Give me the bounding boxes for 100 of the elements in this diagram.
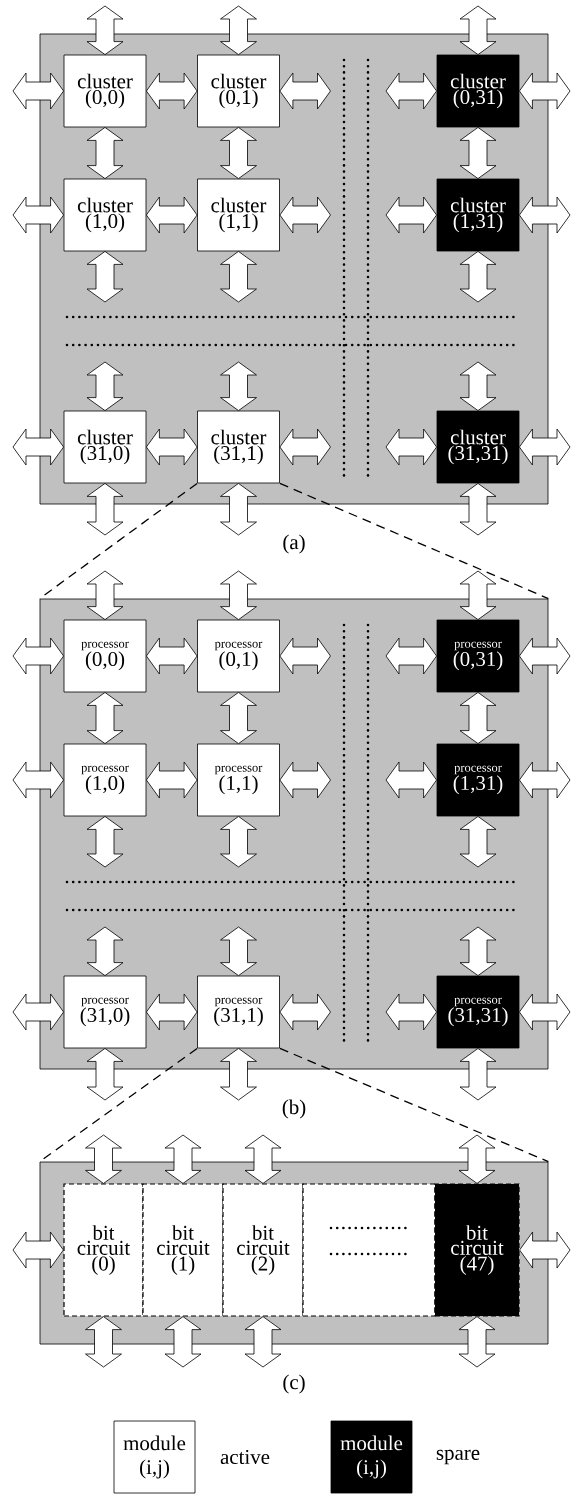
double-arrow bbox=[519, 1231, 571, 1269]
module-box: cluster (0,0) bbox=[63, 54, 147, 128]
bit-circuit-box: bit circuit (0) bbox=[63, 1183, 144, 1317]
panel-caption: (a) bbox=[283, 534, 305, 554]
legend-label: active bbox=[220, 1450, 270, 1465]
double-arrow bbox=[12, 1231, 64, 1269]
double-arrow bbox=[385, 993, 437, 1031]
double-arrow bbox=[86, 127, 124, 179]
swatch-label: module (i,j) bbox=[340, 1435, 403, 1479]
module-box: cluster (31,31) bbox=[436, 410, 520, 484]
double-arrow bbox=[385, 428, 437, 466]
panel-caption: (b) bbox=[282, 1099, 306, 1119]
double-arrow bbox=[220, 570, 257, 620]
double-arrow bbox=[85, 1316, 122, 1368]
double-arrow bbox=[279, 637, 331, 675]
double-arrow bbox=[279, 428, 331, 466]
legend-label: spare bbox=[436, 1449, 480, 1465]
double-arrow bbox=[146, 428, 198, 466]
double-arrow bbox=[458, 1134, 496, 1184]
double-arrow bbox=[519, 993, 571, 1031]
double-arrow bbox=[385, 72, 437, 110]
double-arrow bbox=[220, 361, 257, 411]
double-arrow bbox=[86, 361, 124, 411]
double-arrow bbox=[385, 761, 437, 799]
double-arrow bbox=[385, 637, 437, 675]
double-arrow bbox=[459, 251, 497, 303]
double-arrow bbox=[244, 1316, 282, 1368]
double-arrow bbox=[146, 72, 198, 110]
module-box: cluster (0,1) bbox=[197, 54, 280, 128]
double-arrow bbox=[86, 926, 124, 976]
module-box: cluster (31,0) bbox=[63, 410, 147, 484]
module-box: processor (1,31) bbox=[436, 743, 520, 817]
double-arrow bbox=[86, 251, 124, 303]
double-arrow bbox=[220, 692, 257, 744]
double-arrow bbox=[146, 196, 198, 234]
double-arrow bbox=[519, 428, 571, 466]
module-box: processor (1,0) bbox=[63, 743, 147, 817]
double-arrow bbox=[146, 761, 198, 799]
double-arrow bbox=[220, 816, 257, 868]
double-arrow bbox=[146, 637, 198, 675]
double-arrow bbox=[459, 692, 497, 744]
double-arrow bbox=[279, 72, 331, 110]
module-box: cluster (1,31) bbox=[436, 178, 520, 252]
bit-circuit-box: bit circuit (1) bbox=[142, 1183, 224, 1317]
double-arrow bbox=[279, 993, 331, 1031]
module-box: processor (0,31) bbox=[436, 619, 520, 693]
double-arrow bbox=[220, 127, 257, 179]
bit-circuit-box: bit circuit (2) bbox=[222, 1183, 304, 1317]
double-arrow bbox=[220, 926, 257, 976]
double-arrow bbox=[279, 196, 331, 234]
double-arrow bbox=[220, 251, 257, 303]
zoom-line bbox=[279, 1047, 550, 1163]
double-arrow bbox=[244, 1134, 282, 1184]
double-arrow bbox=[459, 361, 497, 411]
double-arrow bbox=[164, 1316, 202, 1368]
module-box: processor (0,0) bbox=[63, 619, 147, 693]
double-arrow bbox=[86, 5, 124, 55]
bit-circuit-box: bit circuit (47) bbox=[434, 1183, 520, 1317]
double-arrow bbox=[85, 1134, 122, 1184]
module-box: cluster (0,31) bbox=[436, 54, 520, 128]
module-box: processor (31,0) bbox=[63, 975, 147, 1049]
module-box: cluster (1,1) bbox=[197, 178, 280, 252]
double-arrow bbox=[459, 5, 497, 55]
module-box: processor (31,31) bbox=[436, 975, 520, 1049]
double-arrow bbox=[459, 483, 497, 536]
module-box: cluster (31,1) bbox=[197, 410, 280, 484]
module-box: processor (1,1) bbox=[197, 743, 280, 817]
double-arrow bbox=[220, 5, 257, 55]
double-arrow bbox=[12, 637, 64, 675]
double-arrow bbox=[459, 570, 497, 620]
double-arrow bbox=[459, 127, 497, 179]
double-arrow bbox=[459, 816, 497, 868]
double-arrow bbox=[519, 196, 571, 234]
module-box: processor (0,1) bbox=[197, 619, 280, 693]
double-arrow bbox=[459, 1048, 497, 1101]
double-arrow bbox=[12, 761, 64, 799]
double-arrow bbox=[385, 196, 437, 234]
double-arrow bbox=[146, 993, 198, 1031]
ellipsis-box bbox=[302, 1183, 436, 1317]
double-arrow bbox=[86, 483, 124, 536]
double-arrow bbox=[12, 428, 64, 466]
double-arrow bbox=[220, 483, 257, 536]
module-box: processor (31,1) bbox=[197, 975, 280, 1049]
double-arrow bbox=[279, 761, 331, 799]
double-arrow bbox=[458, 1316, 496, 1368]
module-box: cluster (1,0) bbox=[63, 178, 147, 252]
double-arrow bbox=[459, 926, 497, 976]
double-arrow bbox=[519, 761, 571, 799]
panel-caption: (c) bbox=[283, 1374, 305, 1394]
double-arrow bbox=[12, 72, 64, 110]
double-arrow bbox=[86, 692, 124, 744]
double-arrow bbox=[86, 570, 124, 620]
double-arrow bbox=[164, 1134, 202, 1184]
double-arrow bbox=[519, 72, 571, 110]
zoom-line bbox=[279, 482, 550, 600]
double-arrow bbox=[86, 1048, 124, 1101]
double-arrow bbox=[86, 816, 124, 868]
double-arrow bbox=[220, 1048, 257, 1101]
double-arrow bbox=[519, 637, 571, 675]
double-arrow bbox=[12, 196, 64, 234]
